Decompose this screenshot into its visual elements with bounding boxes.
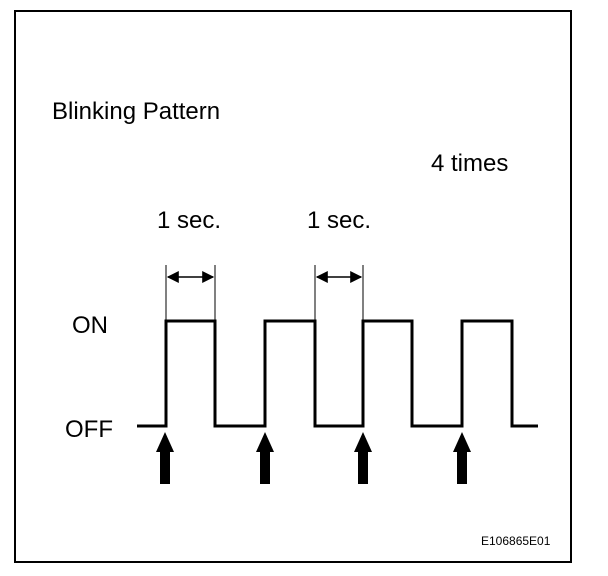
figure-code: E106865E01 [481,534,551,548]
blink-start-arrow-3 [354,432,372,484]
diagram-title: Blinking Pattern [52,98,220,125]
interval-label-1: 1 sec. [157,207,221,234]
blink-start-arrow-1 [156,432,174,484]
state-off-label: OFF [65,416,113,443]
blink-start-arrow-2 [256,432,274,484]
state-on-label: ON [72,312,108,339]
blink-start-arrow-4 [453,432,471,484]
repeat-count-label: 4 times [431,150,508,177]
interval-label-2: 1 sec. [307,207,371,234]
diagram-frame [14,10,572,563]
blink-waveform [137,319,538,428]
